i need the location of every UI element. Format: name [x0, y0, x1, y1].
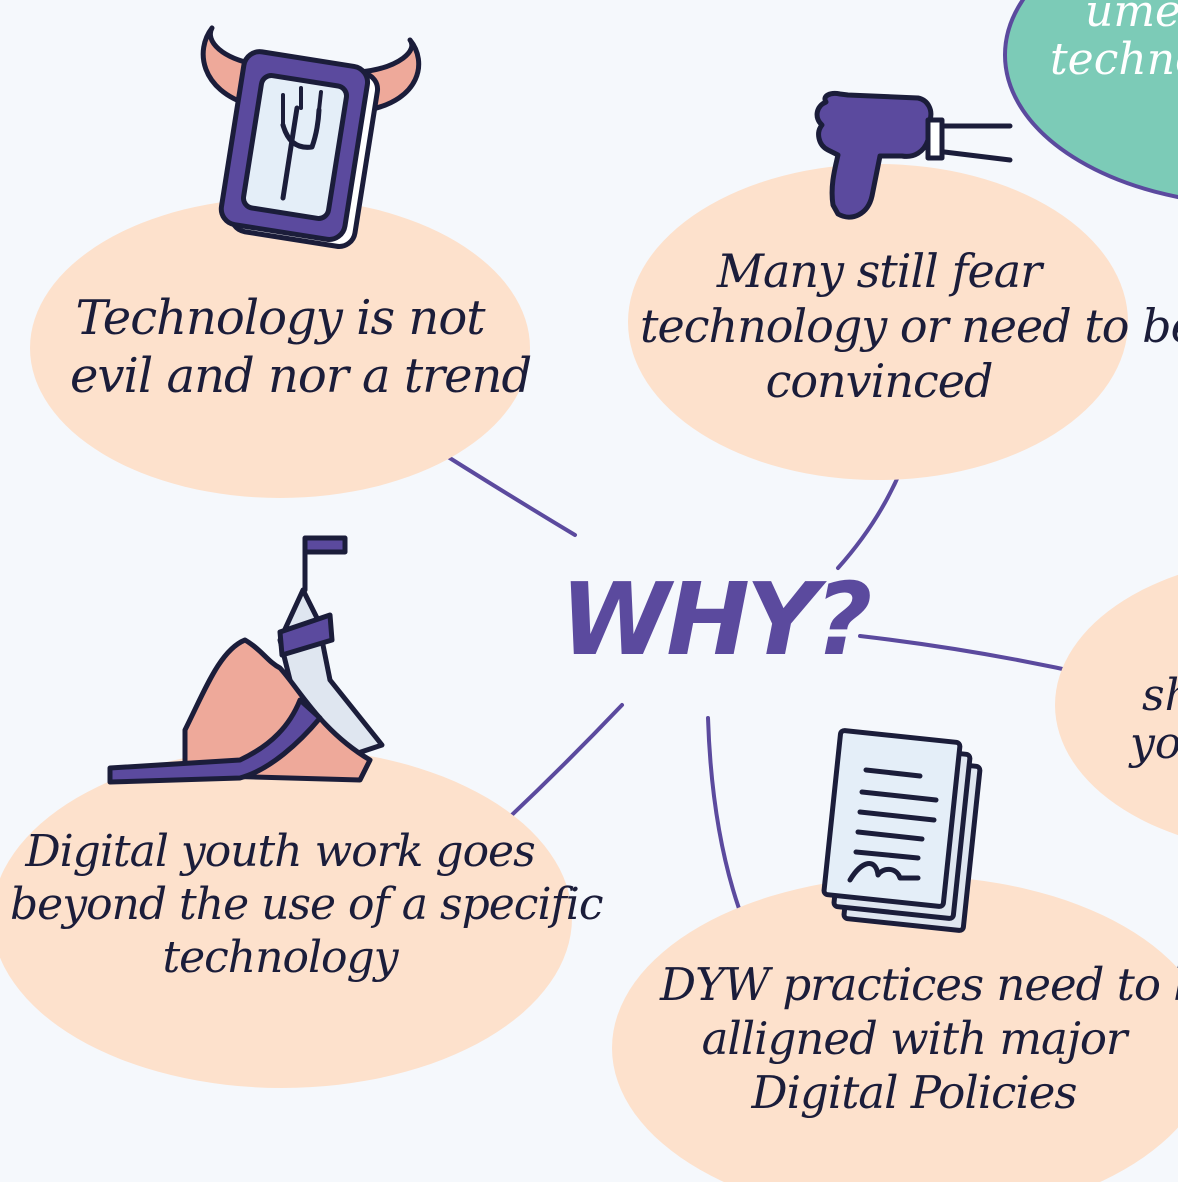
devil-phone-icon	[200, 25, 422, 249]
cropped-teal-line-2: techno	[1050, 34, 1178, 86]
cropped-teal-line-1: ume	[1085, 0, 1178, 37]
teal-bubble	[1003, 0, 1178, 200]
bubble-technology-not-evil	[30, 198, 530, 498]
bubble-line: DYW practices need to be	[660, 958, 1178, 1011]
bubble-text-digital-youth-work: Digital youth work goes beyond the use o…	[10, 826, 604, 984]
document-signature-icon	[821, 728, 983, 933]
bubble-dyw-practices	[612, 876, 1178, 1182]
bubble-line: convinced	[765, 354, 994, 409]
mountain-flag-icon	[107, 535, 385, 785]
center-label: WHY?	[560, 561, 872, 678]
bubble-line: Many still fear	[716, 244, 1042, 298]
bubble-digital-youth-work	[0, 748, 572, 1088]
bubble-line: evil and nor a trend	[70, 347, 532, 404]
bubble-line: Digital Policies	[751, 1066, 1078, 1119]
bubble-line: beyond the use of a specific	[10, 878, 604, 930]
bubble-line: Technology is not	[75, 290, 486, 346]
bubble-text-dyw-practices: DYW practices need to be alligned with m…	[660, 958, 1178, 1120]
bubble-text-technology-not-evil: Technology is not evil and nor a trend	[70, 290, 532, 405]
connector-bottom-left	[496, 703, 624, 830]
bubble-line: alligned with major	[701, 1012, 1128, 1065]
thumbs-down-icon	[814, 91, 1013, 220]
bubble-text-many-still-fear: Many still fear technology or need to be…	[640, 244, 1178, 410]
cropped-right-line-1: sh	[1142, 670, 1178, 721]
cropped-right-line-2: yo	[1130, 718, 1178, 770]
bubble-line: technology	[162, 931, 398, 983]
cropped-teal-text: ume techno	[1050, 0, 1178, 85]
cropped-right-text: sh yo	[1130, 670, 1178, 769]
bubble-cropped-right	[1055, 574, 1178, 836]
connector-right	[858, 634, 1097, 678]
bubble-line: Digital youth work goes	[25, 826, 535, 877]
bubble-line: technology or need to be	[640, 299, 1178, 354]
connector-bottom	[706, 716, 747, 927]
bubble-many-still-fear	[628, 164, 1128, 480]
